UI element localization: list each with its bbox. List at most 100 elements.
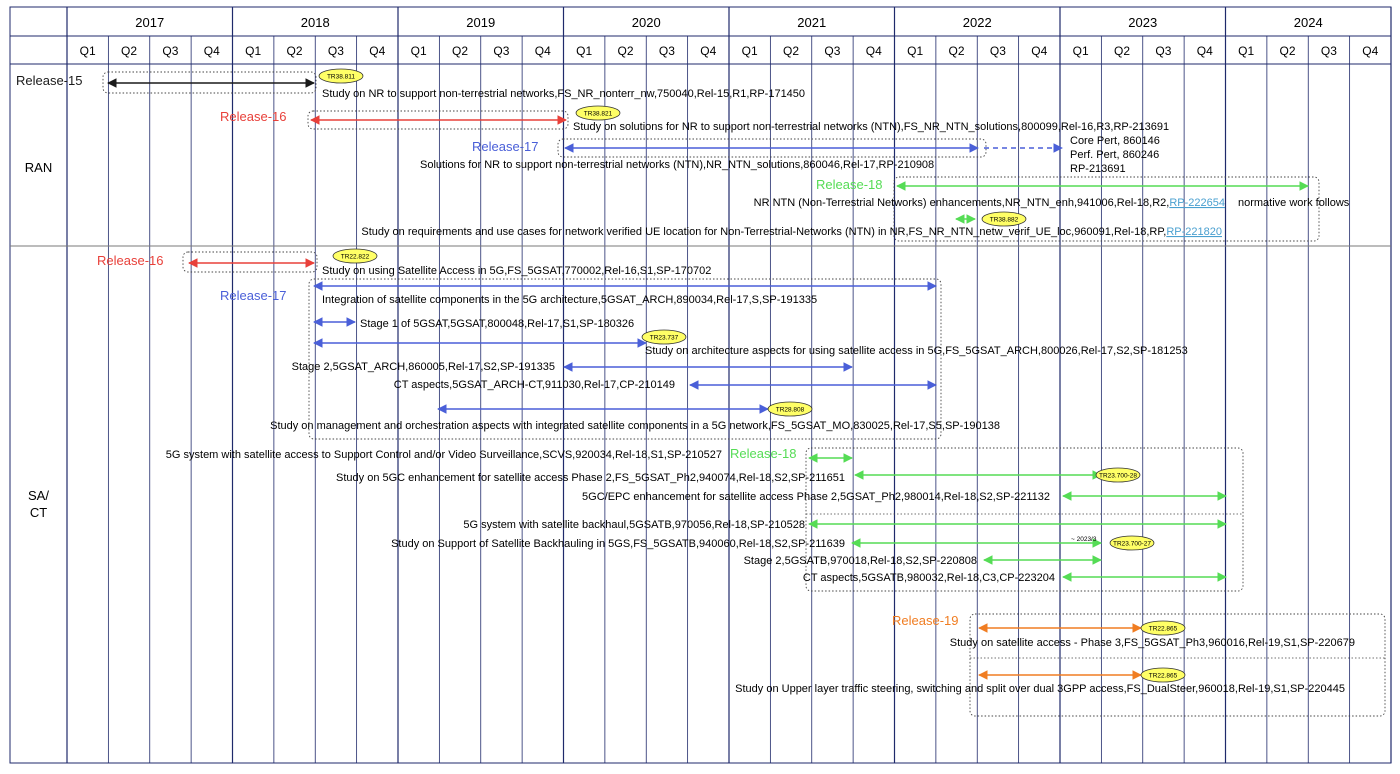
tr-badge xyxy=(1140,667,1186,683)
tr-badge xyxy=(1109,535,1155,551)
work-item-text: Study on Upper layer traffic steering, s… xyxy=(735,683,1345,695)
work-item-text: Integration of satellite components in t… xyxy=(322,294,817,306)
work-item-label: 5G system with satellite access to Suppo… xyxy=(166,449,722,461)
work-item-text: 5G system with satellite access to Suppo… xyxy=(166,449,722,461)
normative-note: normative work follows xyxy=(1238,197,1350,209)
tr-badge-label: TR38.882 xyxy=(990,217,1019,224)
work-item-label: CT aspects,5GSATB,980032,Rel-18,C3,CP-22… xyxy=(803,572,1055,584)
tr-badge-label: TR22.822 xyxy=(341,254,370,261)
quarter-label: Q4 xyxy=(535,44,551,58)
year-label: 2021 xyxy=(797,15,826,30)
release-label: Release-18 xyxy=(730,446,797,461)
quarter-label: Q4 xyxy=(1197,44,1213,58)
quarter-label: Q3 xyxy=(493,44,509,58)
year-label: 2019 xyxy=(466,15,495,30)
release-label: Release-16 xyxy=(97,253,164,268)
work-item-label: 5G system with satellite backhaul,5GSATB… xyxy=(463,519,805,531)
year-label: 2017 xyxy=(135,15,164,30)
work-item-text: CT aspects,5GSATB,980032,Rel-18,C3,CP-22… xyxy=(803,572,1055,584)
work-item-text: CT aspects,5GSAT_ARCH-CT,911030,Rel-17,C… xyxy=(394,379,675,391)
date-note: ~ 2023/3 xyxy=(1071,536,1097,543)
year-label: 2024 xyxy=(1294,15,1323,30)
quarter-label: Q1 xyxy=(907,44,923,58)
release-label: Release-19 xyxy=(892,613,959,628)
tr-badge-label: TR38.811 xyxy=(327,74,355,81)
section-label-ran: RAN xyxy=(25,160,52,175)
group-box-rel18-ran xyxy=(893,176,1320,242)
work-item-label: Integration of satellite components in t… xyxy=(322,294,817,306)
quarter-label: Q3 xyxy=(1321,44,1337,58)
quarter-label: Q4 xyxy=(1362,44,1378,58)
section-label-ct: CT xyxy=(30,505,47,520)
work-item-text: Study on 5GC enhancement for satellite a… xyxy=(336,472,845,484)
work-item-text: Study on requirements and use cases for … xyxy=(361,226,1166,238)
work-item-label: Stage 1 of 5GSAT,5GSAT,800048,Rel-17,S1,… xyxy=(360,318,634,330)
work-item-label: Study on solutions for NR to support non… xyxy=(573,121,1169,133)
year-label: 2020 xyxy=(632,15,661,30)
work-item-link[interactable]: RP-221820 xyxy=(1166,226,1222,238)
work-item-text: Study on using Satellite Access in 5G,FS… xyxy=(322,265,711,277)
quarter-label: Q3 xyxy=(990,44,1006,58)
tr-badge xyxy=(981,211,1027,227)
quarter-label: Q3 xyxy=(1155,44,1171,58)
work-item-label: Study on Support of Satellite Backhaulin… xyxy=(391,538,845,550)
quarter-label: Q2 xyxy=(287,44,303,58)
group-box-rel16-sa xyxy=(182,251,318,273)
quarter-label: Q2 xyxy=(1114,44,1130,58)
work-item-text: Study on management and orchestration as… xyxy=(270,420,1000,432)
quarter-label: Q4 xyxy=(700,44,716,58)
quarter-label: Q2 xyxy=(121,44,137,58)
quarter-label: Q1 xyxy=(576,44,592,58)
tr-badge xyxy=(641,329,687,345)
work-item-text: Study on architecture aspects for using … xyxy=(645,345,1188,357)
quarter-label: Q4 xyxy=(204,44,220,58)
work-item-label: Stage 2,5GSAT_ARCH,860005,Rel-17,S2,SP-1… xyxy=(292,361,555,373)
work-item-label: Study on Upper layer traffic steering, s… xyxy=(735,683,1345,695)
work-item-label: Study on management and orchestration as… xyxy=(270,420,1000,432)
release-label: Release-18 xyxy=(816,177,883,192)
tr-badge-label: TR23.737 xyxy=(650,335,679,342)
work-item-label: 5GC/EPC enhancement for satellite access… xyxy=(582,491,1050,503)
section-label-sa: SA/ xyxy=(28,488,49,503)
work-item-label: Study on NR to support non-terrestrial n… xyxy=(322,88,805,100)
work-item-text: 5G system with satellite backhaul,5GSATB… xyxy=(463,519,805,531)
rel17-ran-note: Core Pert, 860146 xyxy=(1070,135,1160,147)
group-box-rel19-sa xyxy=(969,613,1386,717)
quarter-label: Q2 xyxy=(783,44,799,58)
work-item-label: NR NTN (Non-Terrestrial Networks) enhanc… xyxy=(754,197,1225,209)
quarter-label: Q1 xyxy=(742,44,758,58)
tr-badge xyxy=(1095,467,1141,483)
quarter-label: Q1 xyxy=(411,44,427,58)
quarter-label: Q2 xyxy=(949,44,965,58)
tr-badge xyxy=(1140,620,1186,636)
quarter-label: Q4 xyxy=(369,44,385,58)
work-item-text: 5GC/EPC enhancement for satellite access… xyxy=(582,491,1050,503)
quarter-label: Q3 xyxy=(824,44,840,58)
quarter-label: Q2 xyxy=(618,44,634,58)
quarter-label: Q1 xyxy=(1073,44,1089,58)
work-item-text: Study on Support of Satellite Backhaulin… xyxy=(391,538,845,550)
release-label: Release-17 xyxy=(220,288,287,303)
release-label: Release-17 xyxy=(472,139,539,154)
quarter-label: Q3 xyxy=(162,44,178,58)
release-label: Release-15 xyxy=(16,73,83,88)
work-item-text: Solutions for NR to support non-terrestr… xyxy=(420,159,934,171)
work-item-label: CT aspects,5GSAT_ARCH-CT,911030,Rel-17,C… xyxy=(394,379,675,391)
quarter-label: Q2 xyxy=(1280,44,1296,58)
group-box-rel18-sa xyxy=(805,447,1244,592)
work-item-text: Stage 2,5GSATB,970018,Rel-18,S2,SP-22080… xyxy=(744,555,977,567)
quarter-label: Q1 xyxy=(245,44,261,58)
work-item-text: Stage 1 of 5GSAT,5GSAT,800048,Rel-17,S1,… xyxy=(360,318,634,330)
work-item-text: Stage 2,5GSAT_ARCH,860005,Rel-17,S2,SP-1… xyxy=(292,361,555,373)
work-item-label: Study on using Satellite Access in 5G,FS… xyxy=(322,265,711,277)
work-item-text: Study on satellite access - Phase 3,FS_5… xyxy=(950,637,1355,649)
tr-badge-label: TR22.865 xyxy=(1149,673,1178,680)
group-box-rel17-sa xyxy=(308,278,942,440)
work-item-label: Study on architecture aspects for using … xyxy=(645,345,1188,357)
year-label: 2023 xyxy=(1128,15,1157,30)
work-item-link[interactable]: RP-222654 xyxy=(1169,197,1225,209)
quarter-label: Q4 xyxy=(866,44,882,58)
work-item-text: Study on NR to support non-terrestrial n… xyxy=(322,88,805,100)
